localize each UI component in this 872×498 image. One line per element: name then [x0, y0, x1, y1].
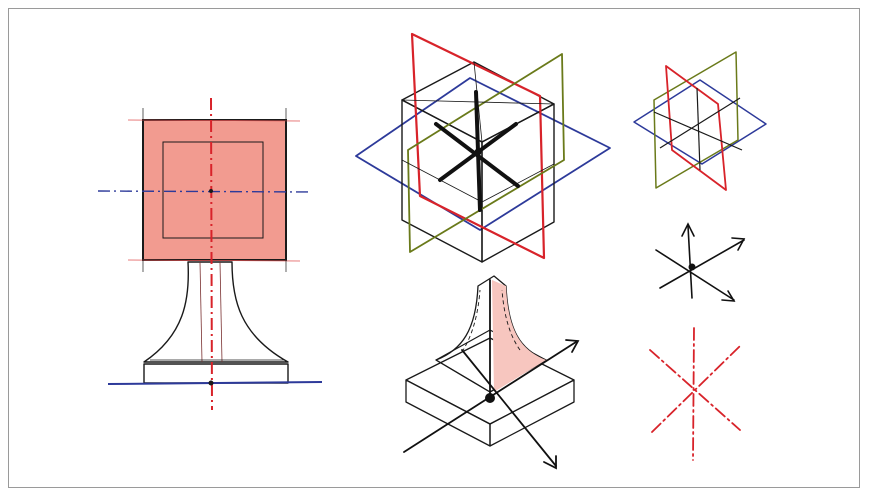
flared-column [144, 262, 288, 362]
base-plate [144, 364, 288, 383]
cube-center-dot [475, 149, 482, 156]
axes-origin-dot [689, 264, 696, 271]
vertical-axis-red [211, 98, 212, 410]
base-block-left [406, 380, 490, 446]
column-origin-dot [485, 393, 495, 403]
elevation-sketch [98, 98, 322, 410]
column-inner-line-left [200, 262, 202, 362]
ground-center-dot [209, 381, 214, 386]
red-plane-small [666, 66, 726, 190]
square-top [143, 120, 286, 260]
axes-star-dash-dot-red [650, 328, 740, 460]
isometric-flared-column-on-square-base [404, 276, 578, 468]
three-intersecting-planes [634, 52, 766, 190]
flared-column-iso [436, 276, 546, 392]
ground-line [108, 382, 322, 384]
planes-edge-2 [660, 98, 740, 148]
column-inner-line-right [220, 262, 222, 362]
axes-star-black [656, 224, 744, 301]
column-shade [492, 280, 546, 392]
isometric-cube-with-symmetry-planes [356, 34, 610, 262]
column-axes [404, 280, 578, 468]
planes-edge-3 [697, 88, 700, 170]
blue-plane [356, 78, 610, 230]
center-dot [209, 189, 213, 193]
